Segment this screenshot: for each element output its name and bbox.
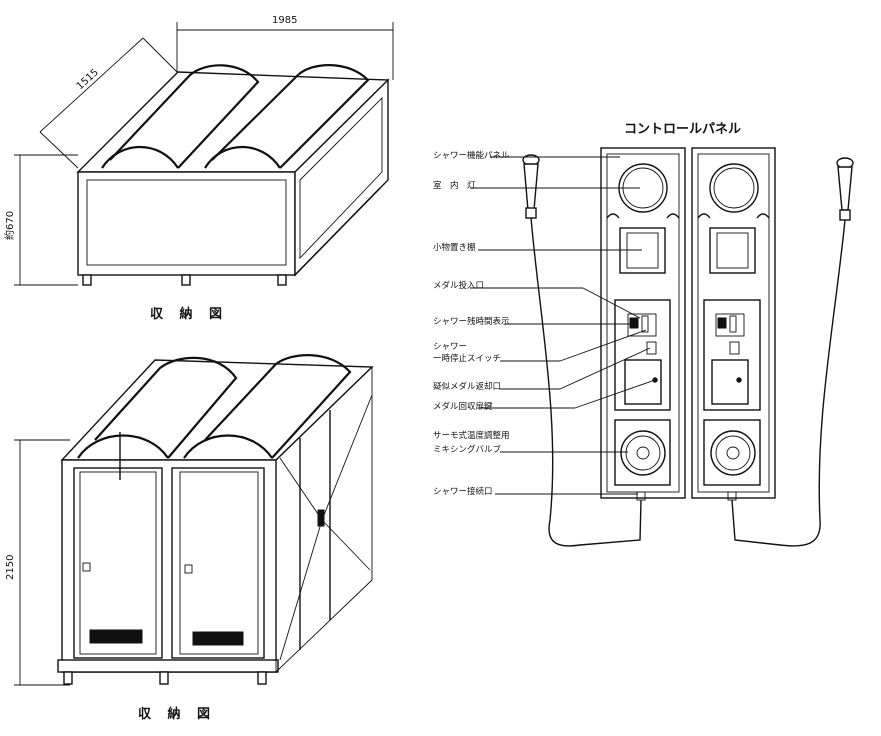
label-room-light: 室 内 灯: [433, 180, 476, 191]
dim-2150-label: 2150: [5, 555, 16, 580]
leader-lines: [470, 156, 656, 495]
label-shower-connector: シャワー接続口: [433, 486, 493, 497]
label-shower: シャワー: [433, 342, 467, 352]
caption-bottom: 収 納 図: [138, 706, 216, 722]
label-medal-door-key: メダル回収扉鍵: [433, 401, 493, 412]
panel-right: [691, 147, 776, 501]
label-fake-medal-return: 疑似メダル返却口: [433, 381, 501, 392]
label-shelf: 小物置き棚: [433, 242, 476, 253]
control-panel-diagram: コントロールパネル: [433, 122, 854, 547]
label-shower-panel: シャワー機能パネル: [433, 150, 510, 161]
shower-head-right-icon: [731, 157, 854, 547]
dim-height-label: 約670: [3, 211, 16, 240]
caption-top: 収 納 図: [150, 306, 228, 322]
label-thermo: サーモ式温度調整用: [433, 430, 510, 441]
label-pause-switch: 一時停止スイッチ: [433, 353, 501, 364]
label-remaining-time: シャワー残時間表示: [433, 316, 510, 327]
dim-width-label: 1985: [272, 15, 297, 26]
label-medal-slot: メダル投入口: [433, 280, 484, 291]
storage-drawing-top: 1985 1515 約670 収 納 図: [3, 15, 394, 322]
label-mixing-valve: ミキシングバルブ: [433, 444, 502, 455]
control-panel-title: コントロールパネル: [624, 122, 741, 137]
panel-left: [600, 147, 686, 501]
storage-drawing-bottom: 2150 収 納 図: [5, 354, 374, 722]
panel-labels: シャワー機能パネル 室 内 灯 小物置き棚 メダル投入口 シャワー残時間表示 シ…: [433, 150, 510, 497]
shower-head-left-icon: [522, 154, 642, 547]
